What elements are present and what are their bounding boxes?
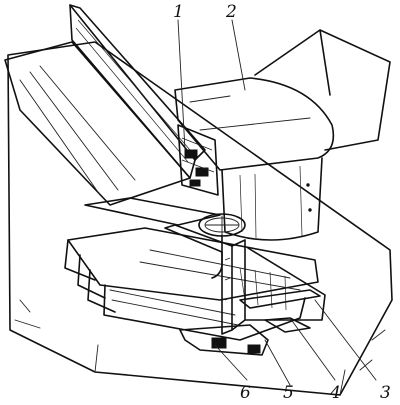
base-parts <box>179 317 311 356</box>
cutter-head-housing <box>174 29 391 241</box>
workpiece-stack <box>64 197 321 341</box>
callout-6: 6 <box>240 383 251 403</box>
callout-4: 4 <box>329 383 341 403</box>
handwheel <box>198 213 246 279</box>
clamp-frame <box>164 224 326 335</box>
callout-3: 3 <box>380 383 391 403</box>
callout-5: 5 <box>283 383 294 403</box>
callout-1: 1 <box>173 2 184 22</box>
machine-table <box>7 41 393 396</box>
callout-2: 2 <box>225 2 237 22</box>
leader-lines <box>177 19 377 386</box>
cutter <box>177 124 219 196</box>
guide-fence <box>4 4 206 206</box>
